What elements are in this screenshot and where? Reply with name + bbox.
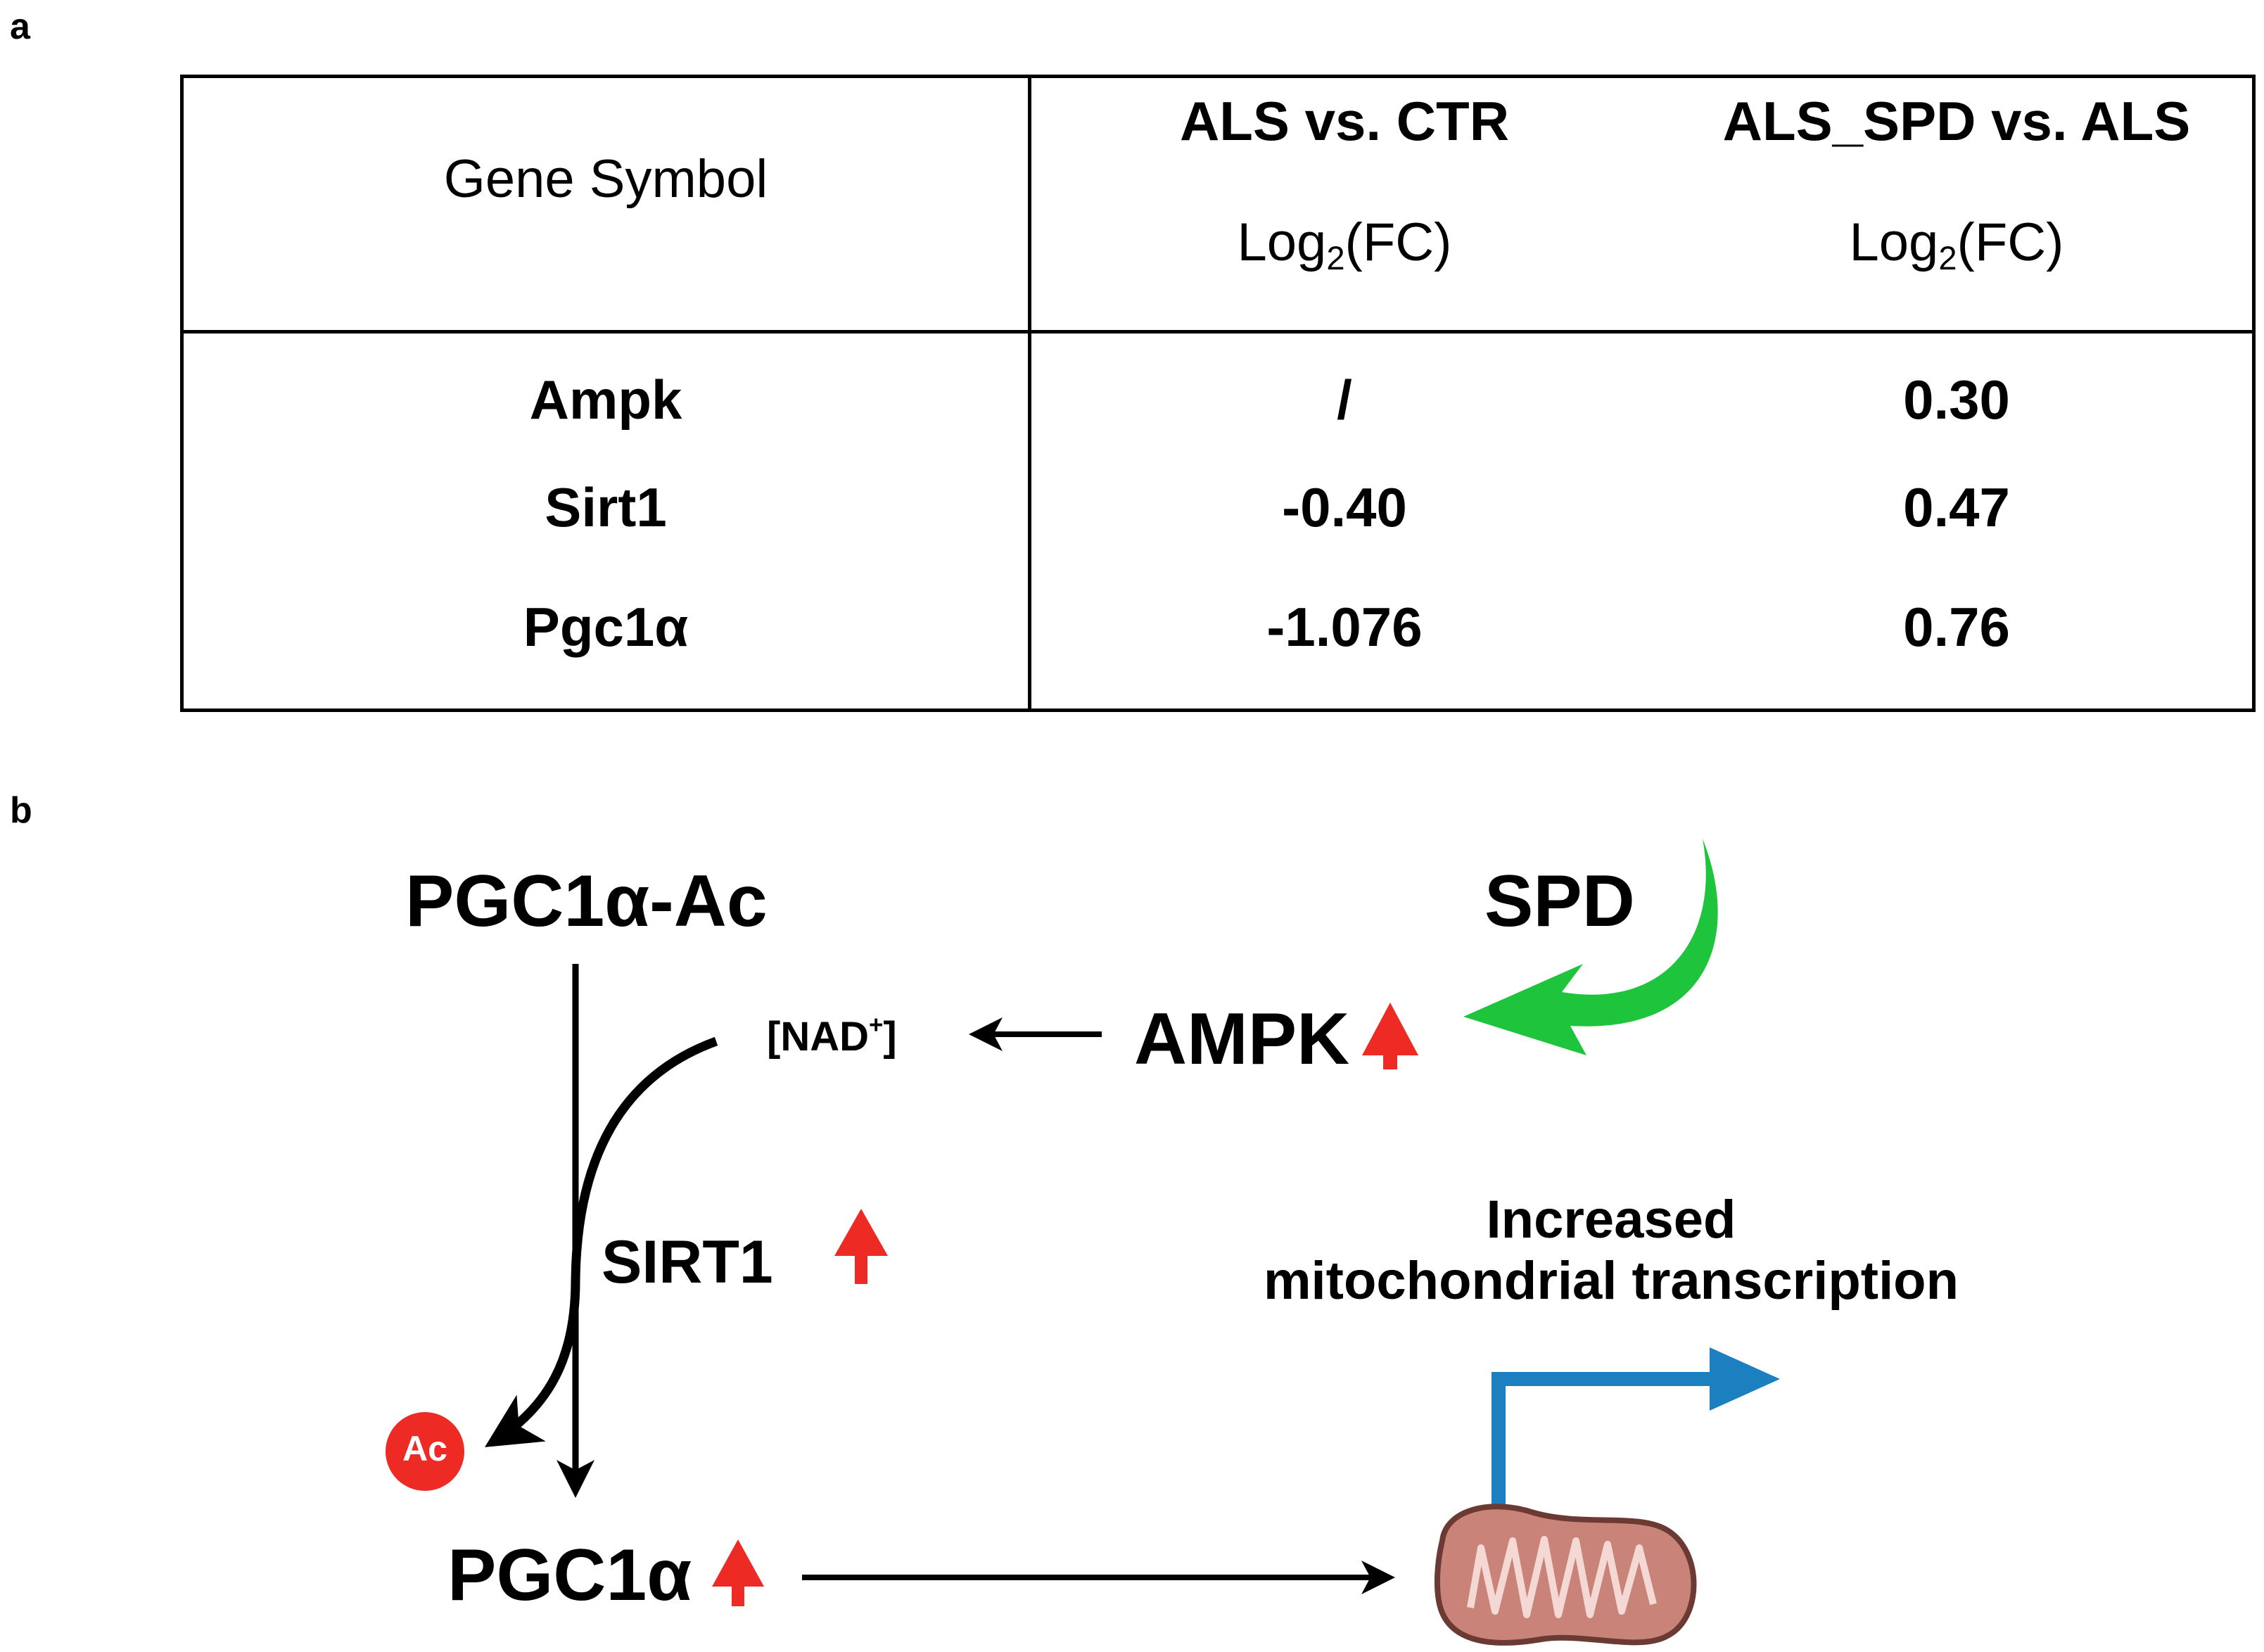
table-row-gene-pgc1a: Pgc1α (523, 596, 689, 658)
table-header-divider (184, 330, 2252, 333)
gene-expression-table: Gene Symbol ALS vs. CTR Log2(FC) ALS_SPD… (180, 75, 2256, 712)
table-row-pgc1a-als-spd-vs-als: 0.76 (1903, 596, 2010, 658)
table-row-ampk-als-spd-vs-als: 0.30 (1903, 369, 2010, 431)
header-metric-col1: Log2(FC) (1237, 212, 1452, 277)
transcription-arrow (1492, 1372, 1720, 1506)
header-gene-symbol: Gene Symbol (443, 149, 768, 209)
header-metric-col2: Log2(FC) (1849, 212, 2064, 277)
ac-badge-circle (386, 1412, 464, 1491)
nad-to-ac-curve-arrow (484, 1036, 718, 1447)
increased-transcription-label: Increased mitochondrial transcription (1263, 1190, 1959, 1311)
table-row-sirt1-als-spd-vs-als: 0.47 (1903, 476, 2010, 538)
pgc1a-ac-label: PGC1α-Ac (405, 860, 768, 942)
table-row-sirt1-als-vs-ctr: -0.40 (1282, 476, 1407, 538)
header-als-spd-vs-als: ALS_SPD vs. ALS (1722, 90, 2191, 152)
sirt1-up-arrow (834, 1209, 888, 1284)
transcription-arrow-head (1710, 1347, 1780, 1411)
table-row-gene-ampk: Ampk (529, 369, 682, 431)
pgc1a-up-arrow (712, 1539, 764, 1606)
spd-label: SPD (1484, 860, 1635, 942)
sirt1-label: SIRT1 (602, 1228, 773, 1296)
panel-label-a: a (10, 6, 30, 47)
table-row-pgc1a-als-vs-ctr: -1.076 (1266, 596, 1423, 658)
header-als-vs-ctr: ALS vs. CTR (1179, 90, 1510, 152)
panel-label-b: b (10, 790, 32, 831)
ac-badge-label: Ac (402, 1429, 447, 1468)
pgc1a-label: PGC1α (447, 1535, 692, 1616)
table-row-gene-sirt1: Sirt1 (545, 476, 667, 538)
ampk-label: AMPK (1134, 998, 1350, 1080)
nad-label: [NAD+] (767, 1011, 897, 1060)
ampk-up-arrow-shaft (1384, 1034, 1397, 1068)
table-row-ampk-als-vs-ctr: / (1337, 369, 1352, 431)
mitochondrion-icon (1434, 1504, 1697, 1646)
table-vertical-divider (1028, 78, 1031, 709)
spd-arrow (1463, 839, 1718, 1055)
